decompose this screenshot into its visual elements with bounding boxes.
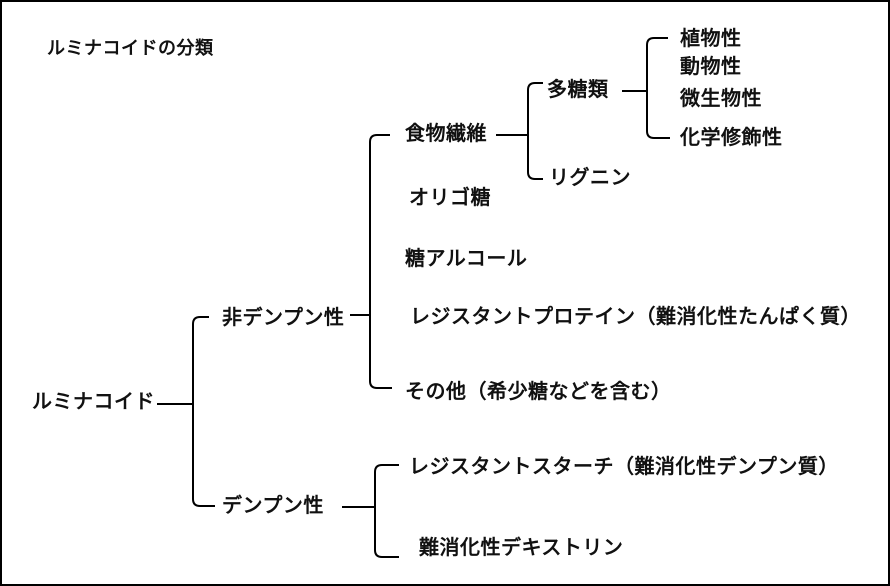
node-resistant-starch: レジスタントスターチ（難消化性デンプン質） (409, 456, 839, 478)
bracket-non-starch-children (369, 134, 392, 389)
node-lignin: リグニン (549, 167, 631, 189)
node-dietary-fiber: 食物繊維 (405, 123, 487, 145)
node-indigestible-dextrin: 難消化性デキストリン (419, 537, 624, 559)
bracket-polysaccharide-children (646, 37, 670, 139)
node-luminacoid: ルミナコイド (32, 391, 155, 413)
diagram-title: ルミナコイドの分類 (47, 38, 214, 58)
node-microbial-origin: 微生物性 (680, 88, 762, 110)
node-animal-origin: 動物性 (680, 56, 742, 78)
node-sugar-alcohol: 糖アルコール (405, 248, 528, 270)
node-starch: デンプン性 (222, 495, 324, 517)
bracket-dietary-fiber-children (527, 82, 543, 180)
node-polysaccharide: 多糖類 (547, 79, 609, 101)
node-resistant-protein: レジスタントプロテイン（難消化性たんぱく質） (410, 306, 861, 328)
node-others: その他（希少糖などを含む） (405, 381, 672, 403)
node-plant-origin: 植物性 (680, 28, 742, 50)
bracket-starch-children (374, 464, 399, 558)
node-non-starch: 非デンプン性 (222, 307, 345, 329)
node-chemically-modified: 化学修飾性 (680, 127, 783, 149)
bracket-root-children (192, 316, 215, 507)
node-oligosaccharide: オリゴ糖 (409, 187, 491, 209)
